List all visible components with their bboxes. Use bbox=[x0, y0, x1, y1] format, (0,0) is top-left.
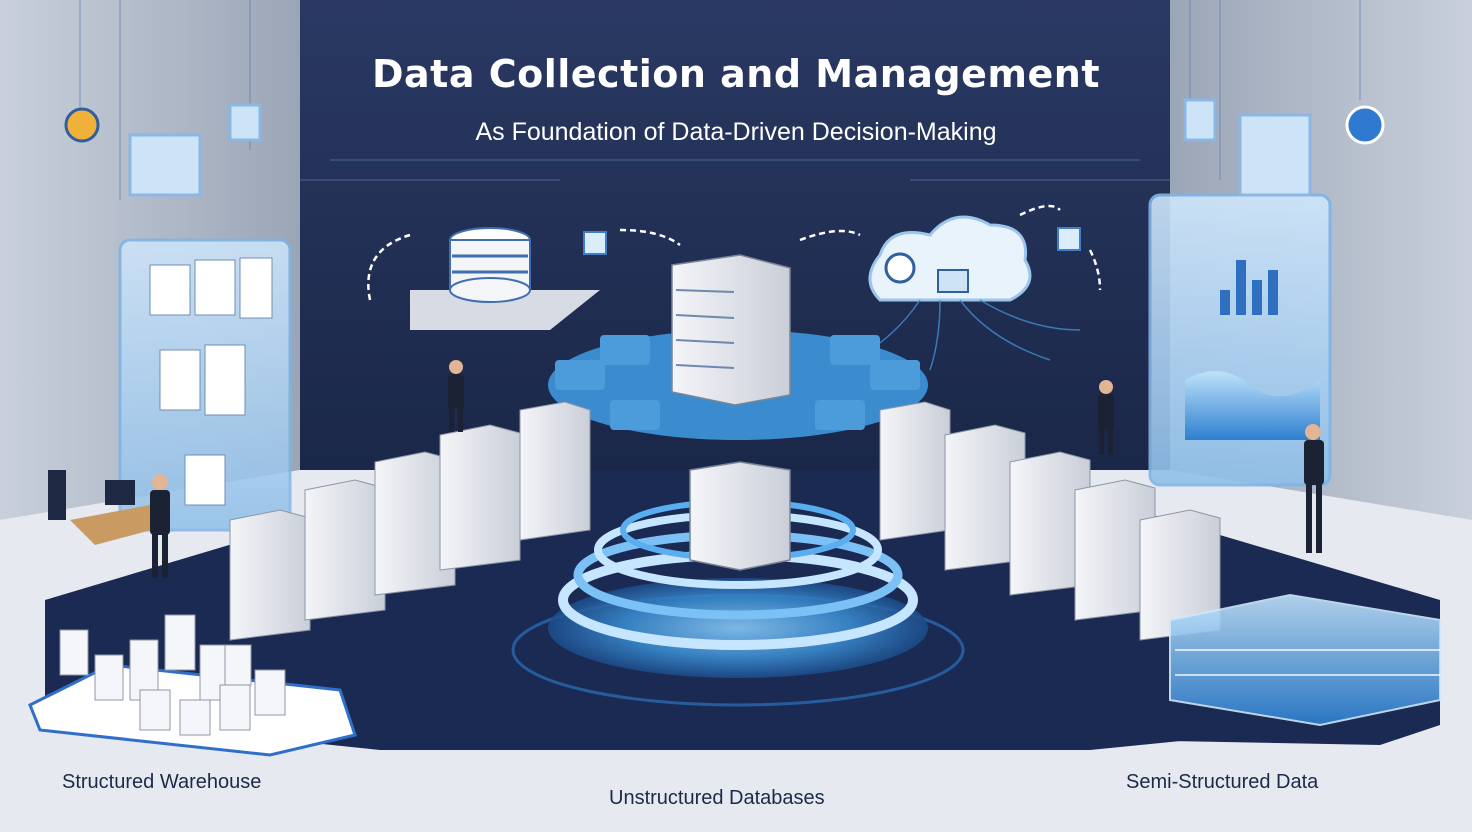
search-icon bbox=[1345, 105, 1385, 145]
person-icon bbox=[448, 360, 464, 432]
right-screen-panel bbox=[1148, 193, 1332, 487]
caption-structured-warehouse: Structured Warehouse bbox=[62, 771, 262, 793]
flow-arrows bbox=[367, 204, 1102, 301]
database-icon bbox=[410, 227, 600, 330]
caption-semi-structured-data: Semi-Structured Data bbox=[1126, 771, 1319, 793]
semi-structured-layers bbox=[1115, 593, 1441, 745]
cloud-icon bbox=[868, 215, 1032, 302]
gear-icon bbox=[64, 107, 100, 143]
desk-icon bbox=[48, 470, 170, 545]
page-subtitle: As Foundation of Data-Driven Decision-Ma… bbox=[475, 118, 997, 146]
page-title: Data Collection and Management bbox=[372, 52, 1100, 96]
cloud-wires bbox=[869, 299, 1081, 371]
lock-icon bbox=[1057, 227, 1081, 251]
server-rack-icon bbox=[671, 254, 791, 406]
server-cabinets-left bbox=[229, 401, 591, 641]
circuit-lines bbox=[79, 0, 1361, 200]
person-icon bbox=[1304, 424, 1324, 553]
wall-monitors bbox=[128, 98, 1312, 197]
structured-warehouse-model bbox=[28, 614, 357, 757]
server-cabinets-right bbox=[879, 401, 1221, 641]
chart-icon bbox=[1220, 260, 1278, 315]
server-rack-icon bbox=[689, 461, 791, 571]
left-screen-panel bbox=[118, 238, 292, 532]
person-icon bbox=[1098, 380, 1114, 455]
caption-unstructured-databases: Unstructured Databases bbox=[609, 787, 825, 809]
lock-icon bbox=[583, 231, 607, 255]
person-icon bbox=[150, 474, 170, 578]
